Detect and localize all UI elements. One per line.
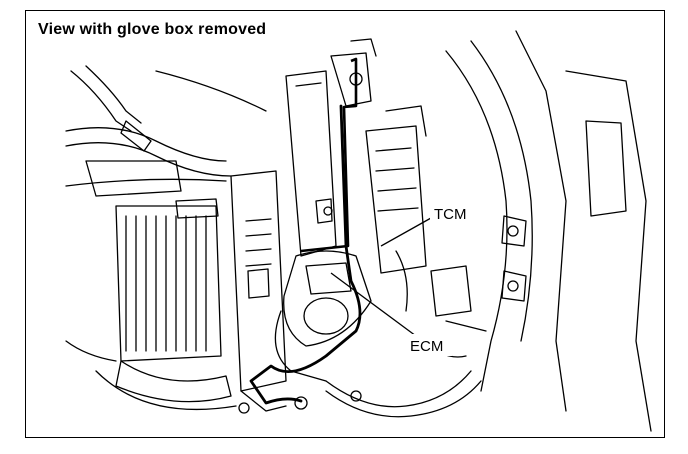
engine-bay-illustration: TCM ECM	[65, 30, 652, 432]
central-housing	[175, 170, 287, 414]
diagram-title: View with glove box removed	[36, 21, 269, 39]
ecm-harness-top	[300, 57, 358, 253]
lower-harness	[294, 265, 487, 418]
hoses-left	[65, 65, 267, 197]
diagram-frame: View with glove box removed	[25, 10, 665, 438]
ecm-unit	[274, 250, 372, 382]
vertical-duct	[285, 70, 337, 257]
tcm-unit	[365, 105, 427, 312]
blower-unit	[65, 205, 237, 411]
upper-bracket	[330, 38, 377, 107]
ecm-leader-line	[330, 272, 417, 337]
ecm-label: ECM	[410, 338, 443, 355]
ecm-harness-outline	[249, 104, 362, 405]
tcm-label: TCM	[434, 206, 467, 223]
right-trim	[445, 30, 652, 432]
tcm-leader-line	[380, 217, 432, 247]
